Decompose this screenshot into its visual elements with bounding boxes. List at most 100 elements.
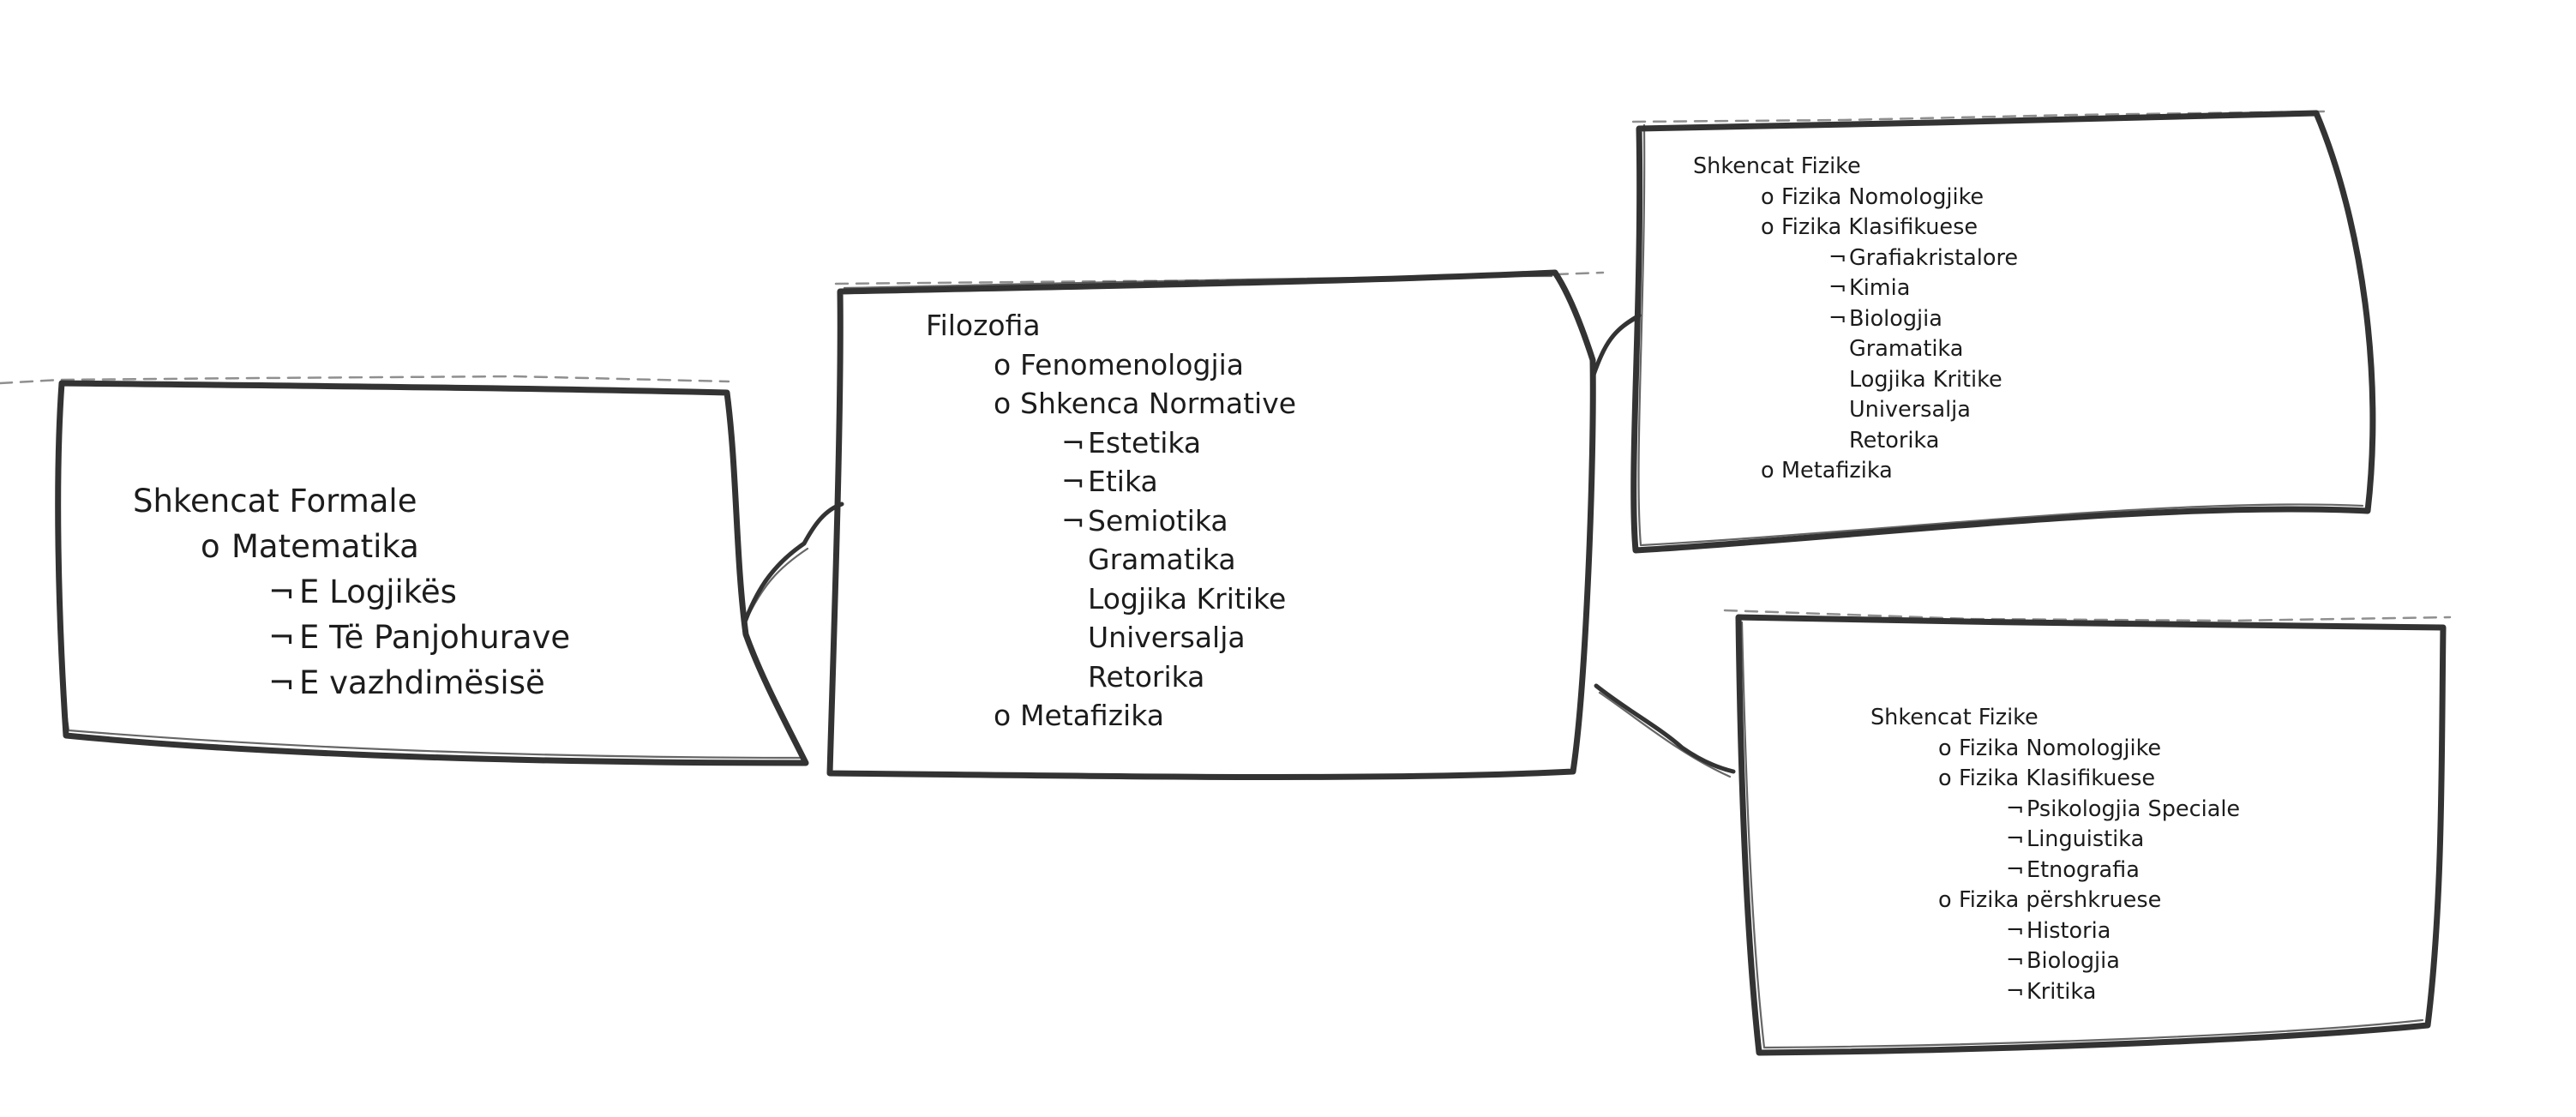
not-sign-bullet-icon: ¬ xyxy=(1828,244,1847,271)
tree-item-label: Fenomenologjia xyxy=(1020,347,1245,381)
tree-item: Universalja xyxy=(926,618,1296,658)
tree-item: ¬Kritika xyxy=(1870,977,2240,1008)
circle-bullet-icon: o xyxy=(994,347,1012,381)
tree-item-label: Shkencat Fizike xyxy=(1693,153,1861,179)
tree-item-label: Kimia xyxy=(1849,275,1911,301)
tree-item-label: Fizika Klasifikuese xyxy=(1959,766,2156,791)
not-sign-bullet-icon: ¬ xyxy=(268,664,296,701)
tree-item-label: Fizika Nomologjike xyxy=(1781,183,1985,210)
tree-item-label: Metafizika xyxy=(1020,699,1164,732)
tree-item: Filozofia xyxy=(926,306,1296,345)
tree-item: o Matematika xyxy=(133,524,570,569)
connector-formal-filozofia xyxy=(742,501,844,627)
tree-item-label: Biologjia xyxy=(2027,948,2120,974)
tree-item-label: Shkencat Formale xyxy=(133,483,417,519)
tree-item: ¬E Të Panjohurave xyxy=(133,615,570,660)
connector-filozofia-fizike2 xyxy=(1594,683,1736,778)
box-fizike2-outline xyxy=(1723,609,2452,1056)
tree-item-label: Fizika Klasifikuese xyxy=(1781,214,1979,240)
tree-item-label: Linguistika xyxy=(2027,826,2145,852)
tree-item: ¬Psikologjia Speciale xyxy=(1870,795,2240,826)
tree-item-label: Fizika përshkruese xyxy=(1959,887,2162,913)
circle-bullet-icon: o xyxy=(1761,183,1774,210)
circle-bullet-icon: o xyxy=(1938,766,1952,791)
tree-item: ¬Historia xyxy=(1870,916,2240,947)
tree-item: ¬Linguistika xyxy=(1870,825,2240,856)
tree-item-label: Semiotika xyxy=(1088,503,1228,537)
tree-item-label: Biologjia xyxy=(1849,305,1943,332)
tree-item-label: Etika xyxy=(1088,465,1158,498)
tree-item-label: Logjika Kritike xyxy=(1849,366,2003,393)
not-sign-bullet-icon: ¬ xyxy=(2006,917,2025,944)
tree-item-label: Logjika Kritike xyxy=(1088,581,1287,616)
tree-item: Shkencat Fizike xyxy=(1693,152,2018,183)
tree-item: Gramatika xyxy=(926,540,1296,580)
tree-item: ¬Semiotika xyxy=(926,501,1296,541)
tree-item-label: Filozofia xyxy=(926,309,1041,342)
box-fizike1-outline xyxy=(1630,110,2376,554)
tree-item: o Fizika Klasifikuese xyxy=(1693,213,2018,243)
circle-bullet-icon: o xyxy=(201,528,220,565)
not-sign-bullet-icon: ¬ xyxy=(268,574,296,610)
tree-item-label: Etnografia xyxy=(2027,856,2140,883)
not-sign-bullet-icon: ¬ xyxy=(1828,275,1847,301)
tree-item: Shkencat Fizike xyxy=(1870,703,2240,734)
tree-item-label: Universalja xyxy=(1849,397,1971,423)
tree-item-label: Kritika xyxy=(2027,978,2097,1005)
not-sign-bullet-icon: ¬ xyxy=(2006,826,2025,852)
tree-item: ¬E Logjikës xyxy=(133,569,570,615)
tree-item: ¬Etika xyxy=(926,462,1296,501)
circle-bullet-icon: o xyxy=(994,699,1012,732)
not-sign-bullet-icon: ¬ xyxy=(1061,465,1085,498)
tree-item-label: E vazhdimësisë xyxy=(299,664,545,701)
circle-bullet-icon: o xyxy=(1938,887,1952,913)
tree-item-label: E Logjikës xyxy=(299,574,457,610)
tree-item: Retorika xyxy=(1693,426,2018,457)
tree-item: ¬Biologjia xyxy=(1693,304,2018,335)
tree-item: ¬Biologjia xyxy=(1870,946,2240,977)
not-sign-bullet-icon: ¬ xyxy=(2006,978,2025,1005)
tree-item: ¬E vazhdimësisë xyxy=(133,660,570,706)
tree-item-label: Shkenca Normative xyxy=(1020,387,1297,420)
tree-item-label: Matematika xyxy=(231,528,419,565)
tree-item-label: Grafiakristalore xyxy=(1849,244,2019,271)
tree-item: Universalja xyxy=(1693,395,2018,426)
circle-bullet-icon: o xyxy=(1938,735,1952,761)
tree-item: Shkencat Formale xyxy=(133,478,570,524)
not-sign-bullet-icon: ¬ xyxy=(2006,796,2025,822)
tree-item: Gramatika xyxy=(1693,334,2018,365)
tree-item: o Fizika Klasifikuese xyxy=(1870,764,2240,795)
connector-filozofia-fizike1 xyxy=(1590,313,1642,380)
tree-item: Retorika xyxy=(926,658,1296,697)
circle-bullet-icon: o xyxy=(1761,214,1774,240)
tree-item-label: Gramatika xyxy=(1088,543,1236,576)
box-filozofia-outline xyxy=(826,269,1605,780)
tree-item: ¬Etnografia xyxy=(1870,856,2240,886)
tree-item: Logjika Kritike xyxy=(926,580,1296,619)
not-sign-bullet-icon: ¬ xyxy=(1061,425,1085,459)
tree-item-label: Gramatika xyxy=(1849,336,1964,362)
tree-item: ¬Grafiakristalore xyxy=(1693,243,2018,274)
tree-item: ¬Estetika xyxy=(926,423,1296,463)
circle-bullet-icon: o xyxy=(1761,458,1774,483)
tree-item: ¬Kimia xyxy=(1693,273,2018,304)
tree-item-label: Retorika xyxy=(1088,659,1205,694)
circle-bullet-icon: o xyxy=(994,387,1012,420)
tree-item-label: Shkencat Fizike xyxy=(1870,705,2039,730)
tree-item-label: E Të Panjohurave xyxy=(299,619,571,656)
tree-item: Logjika Kritike xyxy=(1693,365,2018,396)
not-sign-bullet-icon: ¬ xyxy=(2006,948,2025,974)
not-sign-bullet-icon: ¬ xyxy=(1828,305,1847,332)
tree-item: o Fizika përshkruese xyxy=(1870,886,2240,916)
tree-item-label: Universalja xyxy=(1088,621,1246,654)
box-formal-outline xyxy=(0,375,809,766)
